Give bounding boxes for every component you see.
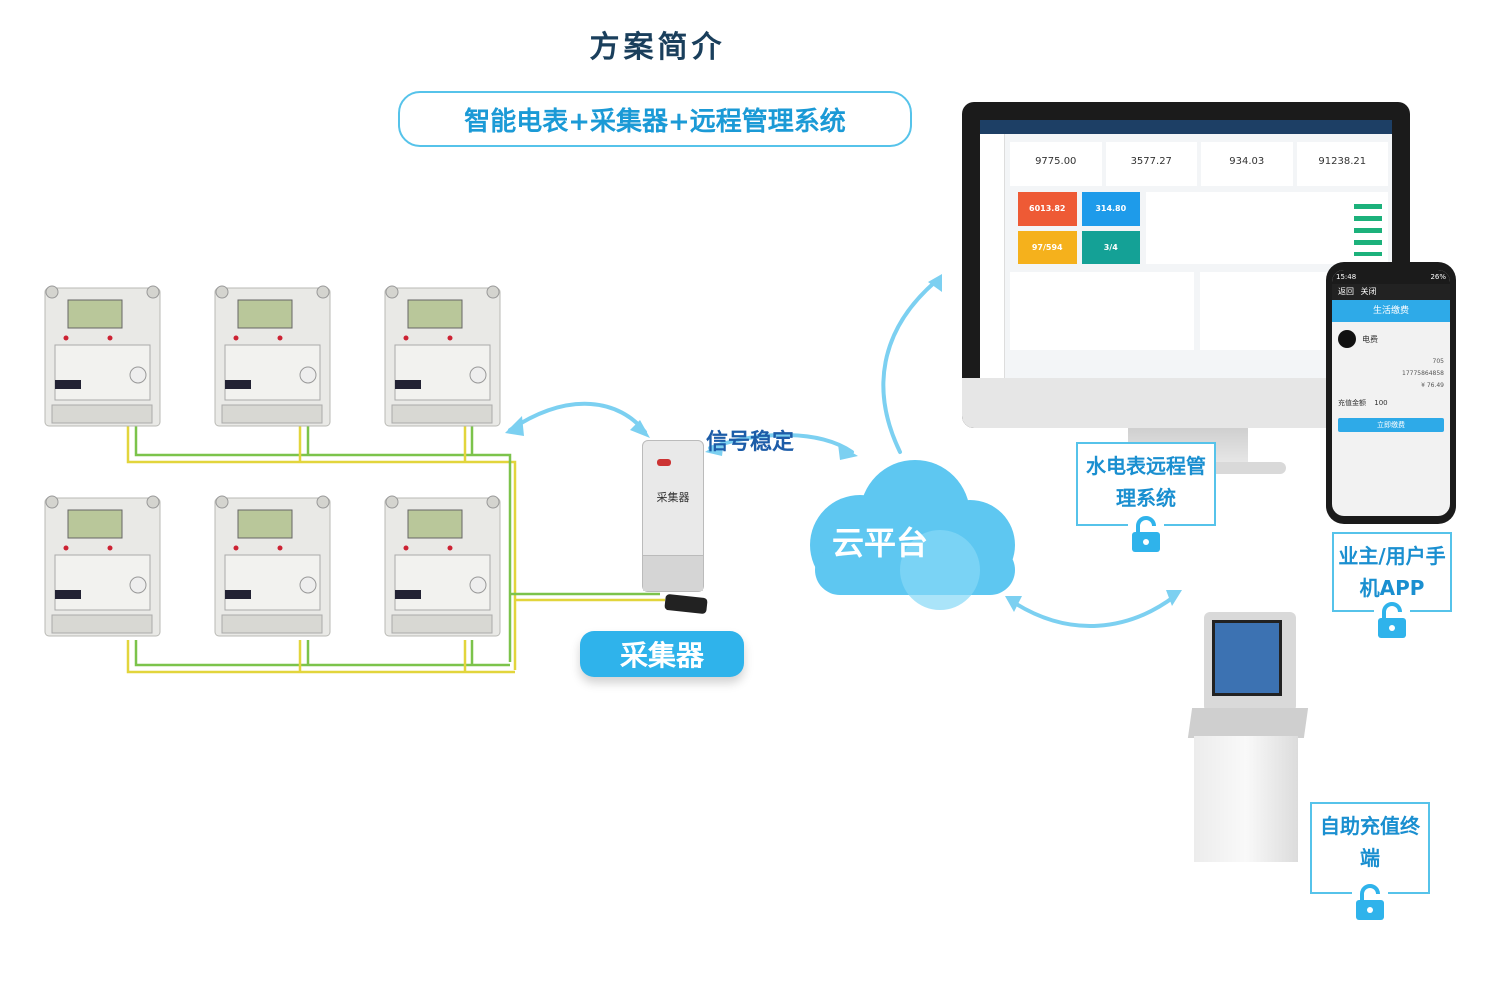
water-system-box: 水电表远程管理系统 <box>1076 442 1216 554</box>
electric-meter-2 <box>214 285 331 427</box>
phone-balance: ¥ 76.49 <box>1421 382 1444 389</box>
lightning-icon <box>1338 330 1356 348</box>
collector-led-icon <box>657 459 671 466</box>
electric-meter-1 <box>44 285 161 427</box>
app-box: 业主/用户手机APP <box>1332 532 1452 640</box>
chart-panel-1 <box>1010 272 1194 350</box>
phone-pay-button[interactable]: 立即缴费 <box>1338 418 1444 432</box>
terminal-text: 自助充值终端 <box>1320 814 1420 870</box>
data-table <box>1146 192 1388 264</box>
monitor-frame: 9775.00 3577.27 934.03 91238.21 6013.82 … <box>962 102 1410 428</box>
subtitle-text: 智能电表+采集器+远程管理系统 <box>464 106 846 137</box>
collector-label-pill: 采集器 <box>580 631 744 677</box>
stat-card-4: 91238.21 <box>1296 142 1388 186</box>
electric-meter-4 <box>44 495 161 637</box>
smartphone: 15:48 26% 返回 关闭 生活缴费 电费 705 17775864858 … <box>1326 262 1456 524</box>
cloud-icon <box>810 460 1015 610</box>
collector-device: 采集器 <box>642 440 704 592</box>
phone-amount[interactable]: 100 <box>1374 399 1388 407</box>
meter-group <box>44 285 501 637</box>
collector-device-text: 采集器 <box>656 491 690 504</box>
stat-card-3: 934.03 <box>1201 142 1293 186</box>
subtitle-box: 智能电表+采集器+远程管理系统 <box>398 91 912 147</box>
stat-card-1: 9775.00 <box>1010 142 1102 186</box>
dashboard-screen: 9775.00 3577.27 934.03 91238.21 6013.82 … <box>980 120 1392 378</box>
phone-item: 电费 <box>1362 334 1378 344</box>
phone-battery: 26% <box>1430 273 1446 281</box>
self-service-terminal <box>1187 612 1310 862</box>
cloud-label: 云平台 <box>831 524 928 562</box>
tile-1: 6013.82 <box>1018 192 1077 226</box>
signal-label: 信号稳定 <box>706 430 795 455</box>
app-text: 业主/用户手机APP <box>1338 544 1446 600</box>
stat-card-2: 3577.27 <box>1105 142 1197 186</box>
tile-4: 3/4 <box>1081 230 1140 264</box>
phone-back-button[interactable]: 返回 <box>1338 287 1354 296</box>
terminal-box: 自助充值终端 <box>1310 802 1430 922</box>
collector-label: 采集器 <box>619 639 704 672</box>
electric-meter-5 <box>214 495 331 637</box>
water-system-text: 水电表远程管理系统 <box>1086 454 1206 510</box>
phone-number: 17775864858 <box>1402 370 1444 377</box>
phone-room: 705 <box>1432 358 1444 365</box>
lock-icon <box>1374 600 1410 640</box>
tile-3: 97/594 <box>1018 230 1077 264</box>
lock-icon <box>1352 882 1388 922</box>
page-title: 方案简介 <box>589 30 726 65</box>
phone-amount-label: 充值金额 <box>1338 399 1366 407</box>
phone-header: 生活缴费 <box>1332 300 1450 322</box>
tile-2: 314.80 <box>1081 192 1140 226</box>
electric-meter-3 <box>384 285 501 427</box>
phone-close-button[interactable]: 关闭 <box>1360 287 1377 296</box>
phone-time: 15:48 <box>1336 273 1357 281</box>
lock-icon <box>1128 514 1164 554</box>
electric-meter-6 <box>384 495 501 637</box>
